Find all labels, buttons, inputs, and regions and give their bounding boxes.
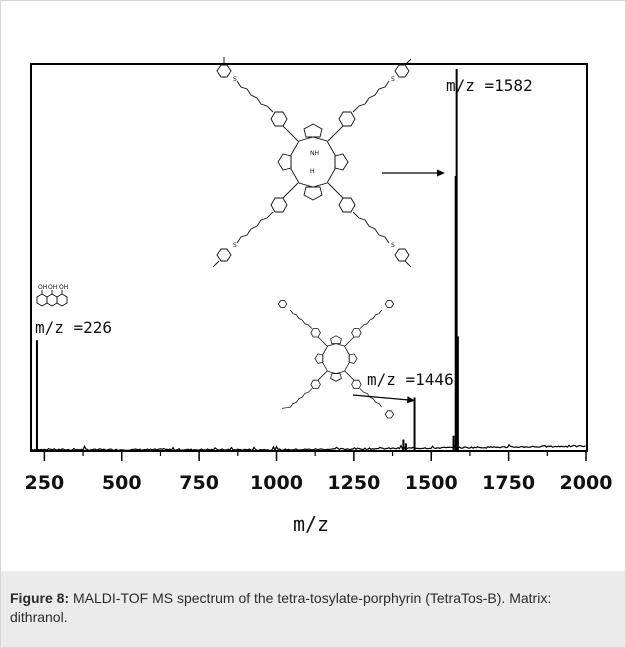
figure-caption-box: Figure 8: MALDI-TOF MS spectrum of the t…	[1, 571, 625, 647]
svg-text:OH: OH	[38, 284, 47, 291]
spectrum-figure: 250 500 750 1000 1250 1500 1750 2000 m/z m/z =1…	[1, 1, 625, 571]
svg-text:NH: NH	[310, 150, 319, 157]
svg-text:OH: OH	[48, 284, 57, 291]
x-tick-label-2000: 2000	[560, 472, 613, 494]
peak-label-1582: m/z =1582	[446, 76, 533, 95]
x-tick-label-750: 750	[179, 472, 219, 494]
x-tick-label-1750: 1750	[482, 472, 535, 494]
svg-text:S: S	[391, 242, 395, 249]
svg-text:S: S	[233, 242, 237, 249]
peak-label-226: m/z =226	[35, 318, 112, 337]
figure-caption: Figure 8: MALDI-TOF MS spectrum of the t…	[10, 589, 610, 627]
plot-frame	[30, 63, 588, 452]
spectrum-trace	[31, 443, 586, 452]
x-axis-ticks	[43, 451, 587, 461]
x-axis-tick-labels: 250 500 750 1000 1250 1500 1750 2000	[25, 472, 613, 494]
x-tick-label-1250: 1250	[327, 472, 380, 494]
x-axis-title: m/z	[293, 512, 329, 536]
porphyrin-structure-large: NH H S S S S	[212, 57, 412, 268]
porphyrin-structure-small	[277, 300, 395, 419]
arrow-to-1446	[352, 394, 415, 404]
caption-body: MALDI-TOF MS spectrum of the tetra-tosyl…	[10, 590, 552, 625]
svg-text:S: S	[391, 76, 395, 83]
arrow-to-1582	[382, 169, 445, 177]
baseline-noise	[31, 443, 586, 452]
x-tick-label-1500: 1500	[405, 472, 458, 494]
spectrum-chart: 250 500 750 1000 1250 1500 1750 2000 m/z m/z =1…	[25, 57, 613, 536]
spectrum-peaks	[35, 69, 459, 451]
x-tick-label-500: 500	[102, 472, 142, 494]
caption-label: Figure 8:	[10, 590, 70, 606]
svg-text:H: H	[310, 168, 315, 175]
svg-text:S: S	[233, 76, 237, 83]
x-tick-label-1000: 1000	[250, 472, 303, 494]
svg-text:OH: OH	[59, 284, 68, 291]
peak-label-1446: m/z =1446	[367, 370, 454, 389]
dithranol-structure: OH OH OH	[36, 284, 68, 307]
x-tick-label-250: 250	[25, 472, 65, 494]
